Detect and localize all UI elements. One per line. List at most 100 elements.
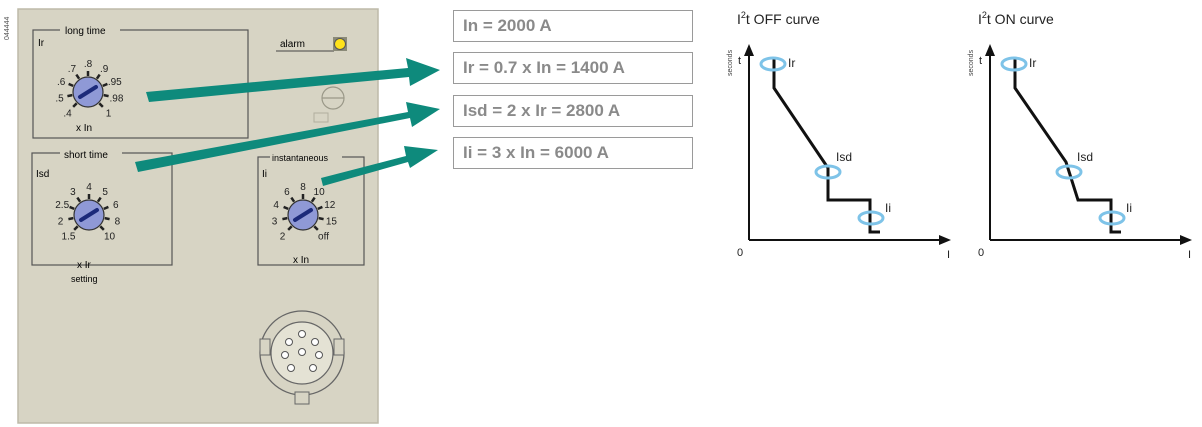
side-code: 044444 [4, 17, 11, 40]
dial-pointer [78, 85, 98, 99]
result-ir: Ir = 0.7 x In = 1400 A [453, 52, 693, 84]
dial-tick [98, 102, 104, 108]
curve-on-y-axis: t [979, 55, 982, 67]
dial-tick-label: 3 [70, 187, 76, 198]
long-time-dial[interactable]: .4.5.6.7.8.9.95.981 [55, 59, 123, 120]
dial-tick [102, 82, 108, 88]
short-time-param: Isd [36, 169, 49, 180]
connector-pin [287, 364, 295, 372]
curve-on-marker-isd [1055, 164, 1083, 180]
dial-tick [290, 196, 296, 203]
dial-tick [282, 216, 288, 221]
short-time-caption: setting [71, 274, 98, 284]
dial-tick-label: .95 [108, 77, 122, 88]
alarm-label: alarm [280, 39, 305, 50]
dial-tick [313, 225, 319, 231]
curve-on-marker-ii-label: Ii [1126, 201, 1132, 215]
connector-pin [298, 348, 306, 356]
dial-tick-label: 2.5 [55, 200, 69, 211]
dial-tick [67, 93, 73, 98]
dial-tick-label: 2 [58, 217, 64, 228]
dial-tick [76, 196, 82, 203]
arrow-isd [135, 102, 440, 172]
curve-off-marker-isd-label: Isd [836, 150, 852, 164]
curve-on-marker-ii [1098, 210, 1126, 226]
arrow-ii [321, 146, 438, 186]
instantaneous-unit: x In [293, 255, 309, 266]
dial-tick-label: 10 [314, 187, 326, 198]
dial-tick-label: .9 [100, 64, 109, 75]
dial-tick-label: 8 [300, 182, 306, 193]
dial-tick-label: 1 [106, 109, 112, 120]
dial-tick-label: .6 [57, 77, 66, 88]
curve-off-marker-ii [857, 210, 885, 226]
curve-off-origin: 0 [737, 247, 743, 259]
dial-tick [318, 216, 324, 221]
dial-tick-label: 4 [86, 182, 92, 193]
curve-off-title: I2t OFF curve [737, 10, 820, 27]
dial-tick-label: .4 [63, 109, 72, 120]
dial-tick-label: .98 [109, 94, 123, 105]
dial-tick-label: 2 [280, 232, 286, 243]
dial-tick-label: 12 [324, 200, 336, 211]
connector-pin [281, 351, 289, 359]
dial-tick-label: 6 [113, 200, 119, 211]
dial-tick-label: off [318, 232, 329, 243]
dial-tick [104, 216, 110, 221]
instantaneous-param: Ii [262, 169, 267, 180]
curve-on-marker-ir [1000, 56, 1028, 72]
curve-on-x-axis: I [1188, 249, 1191, 261]
short-time-unit: x Ir [77, 260, 92, 271]
dial-tick-label: 6 [284, 187, 290, 198]
curve-off-marker-ir-label: Ir [788, 56, 795, 70]
connector-pin [298, 330, 306, 338]
connector-socket [259, 310, 345, 405]
curve-on-y-caption: seconds [968, 49, 975, 76]
curve-off-trip-line [772, 58, 880, 234]
dial-tick-label: 1.5 [62, 232, 76, 243]
curve-on-title: I2t ON curve [978, 10, 1054, 27]
curve-on: I2t ON curve seconds t I 0 Ir Isd Ii [968, 10, 1192, 261]
dial-tick-label: 10 [104, 232, 116, 243]
dial-tick [287, 225, 293, 231]
curve-off-marker-ii-label: Ii [885, 201, 891, 215]
long-time-param: Ir [38, 38, 45, 49]
result-in: In = 2000 A [453, 10, 693, 42]
instantaneous-title: instantaneous [272, 153, 329, 163]
dial-tick [103, 205, 109, 211]
curve-off-y-axis: t [738, 55, 741, 67]
curve-on-origin: 0 [978, 247, 984, 259]
curve-off-y-caption: seconds [727, 49, 734, 76]
pointer-arrows [135, 58, 440, 186]
dial-tick [283, 205, 289, 211]
dial-tick-label: 15 [326, 217, 338, 228]
connector-pin [309, 364, 317, 372]
curve-off-marker-isd [814, 164, 842, 180]
short-time-title: short time [64, 150, 108, 161]
dial-tick [96, 196, 102, 203]
dial-tick [317, 205, 323, 211]
dial-pointer [79, 208, 99, 222]
dial-pointer [293, 208, 313, 222]
dial-tick [75, 73, 81, 80]
dial-tick-label: 4 [273, 200, 279, 211]
connector-pin [285, 338, 293, 346]
curve-off-x-axis: I [947, 249, 950, 261]
dial-tick-label: .7 [68, 64, 77, 75]
dial-tick-label: 3 [272, 217, 278, 228]
dial-tick [73, 225, 79, 231]
dial-tick [69, 205, 75, 211]
result-isd: Isd = 2 x Ir = 2800 A [453, 95, 693, 127]
dial-tick-label: 5 [102, 187, 108, 198]
result-ii: Ii = 3 x In = 6000 A [453, 137, 693, 169]
dial-tick [68, 82, 74, 88]
long-time-title: long time [65, 26, 106, 37]
connector-pin [311, 338, 319, 346]
dial-tick-label: 8 [115, 217, 121, 228]
curve-on-trip-line [1013, 58, 1121, 234]
alarm-led-light [334, 38, 346, 50]
dial-tick [310, 196, 316, 203]
dial-tick [72, 102, 78, 108]
